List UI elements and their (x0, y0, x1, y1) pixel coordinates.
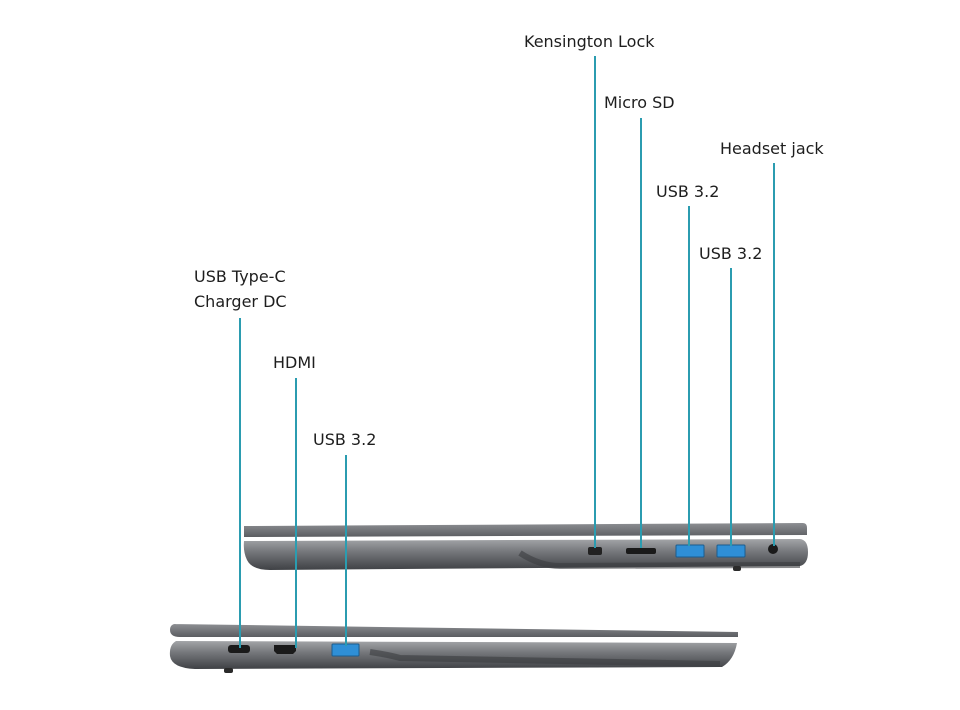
label-usb-3-2-left: USB 3.2 (313, 430, 376, 449)
label-charger-dc: Charger DC (194, 292, 287, 311)
kensington-lock-port (588, 547, 602, 555)
label-usb-3-2-right-1: USB 3.2 (656, 182, 719, 201)
usb-a-port (716, 544, 746, 558)
usb-a-port (675, 544, 705, 558)
label-kensington-lock: Kensington Lock (524, 32, 655, 51)
label-headset-jack: Headset jack (720, 139, 824, 158)
hdmi-port (274, 645, 296, 654)
label-micro-sd: Micro SD (604, 93, 675, 112)
label-usb-type-c: USB Type-C (194, 267, 286, 286)
headset-jack-port (768, 544, 778, 554)
micro-sd-slot (626, 548, 656, 554)
usb-c-port (228, 645, 250, 653)
label-usb-3-2-right-2: USB 3.2 (699, 244, 762, 263)
laptop-right-side (243, 523, 809, 571)
laptop-left-side (169, 624, 738, 673)
label-hdmi: HDMI (273, 353, 316, 372)
